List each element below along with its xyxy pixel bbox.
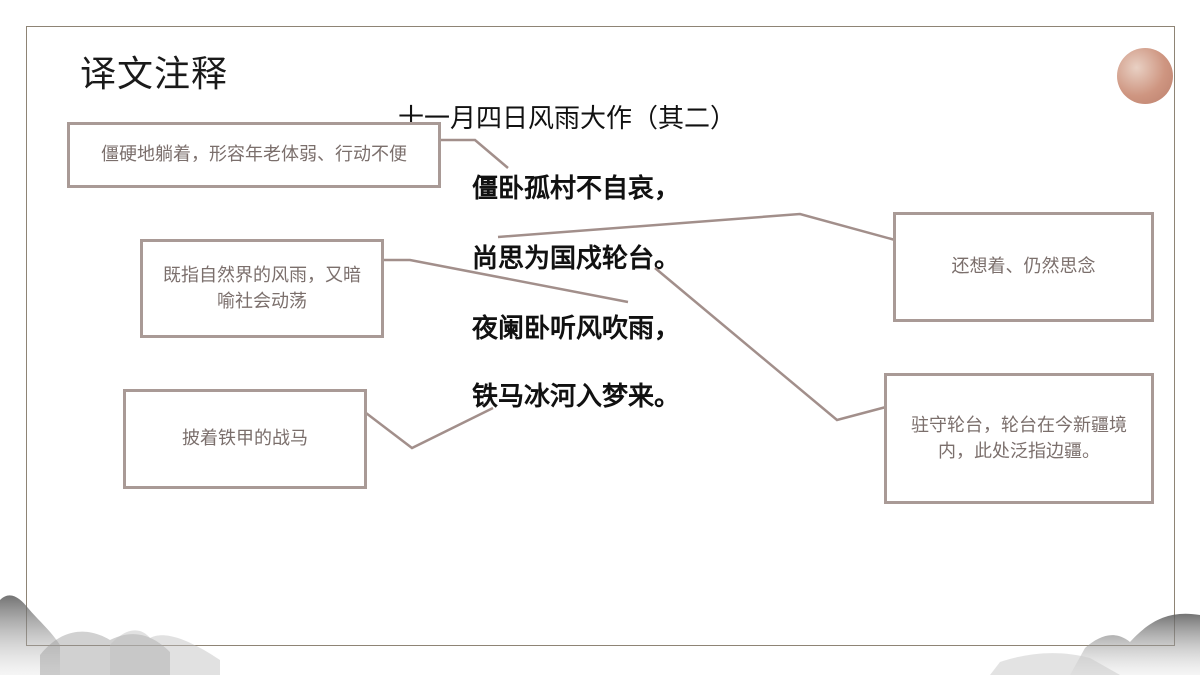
note-jiang-wo: 僵硬地躺着，形容年老体弱、行动不便 bbox=[67, 122, 441, 188]
note-shang-si: 还想着、仍然思念 bbox=[893, 212, 1154, 322]
poem-title: 十一月四日风雨大作（其二） bbox=[398, 104, 737, 134]
connector-feng-yu bbox=[382, 258, 629, 304]
note-feng-yu-text: 既指自然界的风雨，又暗喻社会动荡 bbox=[163, 264, 361, 312]
slide-frame bbox=[26, 26, 1175, 646]
note-shu-luntai: 驻守轮台，轮台在今新疆境内，此处泛指边疆。 bbox=[884, 373, 1154, 504]
connector-shu-luntai bbox=[654, 267, 887, 422]
connector-shang-si bbox=[497, 212, 896, 242]
note-tie-ma-text: 披着铁甲的战马 bbox=[182, 428, 308, 449]
note-shang-si-text: 还想着、仍然思念 bbox=[951, 256, 1096, 277]
note-shu-luntai-text: 驻守轮台，轮台在今新疆境内，此处泛指边疆。 bbox=[911, 414, 1127, 462]
poem-line-3: 夜阑卧听风吹雨， bbox=[472, 314, 681, 344]
poem-line-4: 铁马冰河入梦来。 bbox=[472, 382, 681, 412]
note-tie-ma: 披着铁甲的战马 bbox=[123, 389, 367, 489]
connector-tie-ma bbox=[365, 406, 494, 450]
poem-line-2: 尚思为国戍轮台。 bbox=[472, 244, 681, 274]
sun-icon bbox=[1117, 48, 1173, 104]
note-feng-yu: 既指自然界的风雨，又暗喻社会动荡 bbox=[140, 239, 384, 338]
page-title: 译文注释 bbox=[80, 54, 229, 95]
connector-jiang-wo bbox=[440, 138, 509, 169]
poem-line-1: 僵卧孤村不自哀， bbox=[472, 174, 681, 204]
ink-mountains-icon bbox=[0, 595, 1200, 675]
note-jiang-wo-text: 僵硬地躺着，形容年老体弱、行动不便 bbox=[101, 144, 407, 165]
